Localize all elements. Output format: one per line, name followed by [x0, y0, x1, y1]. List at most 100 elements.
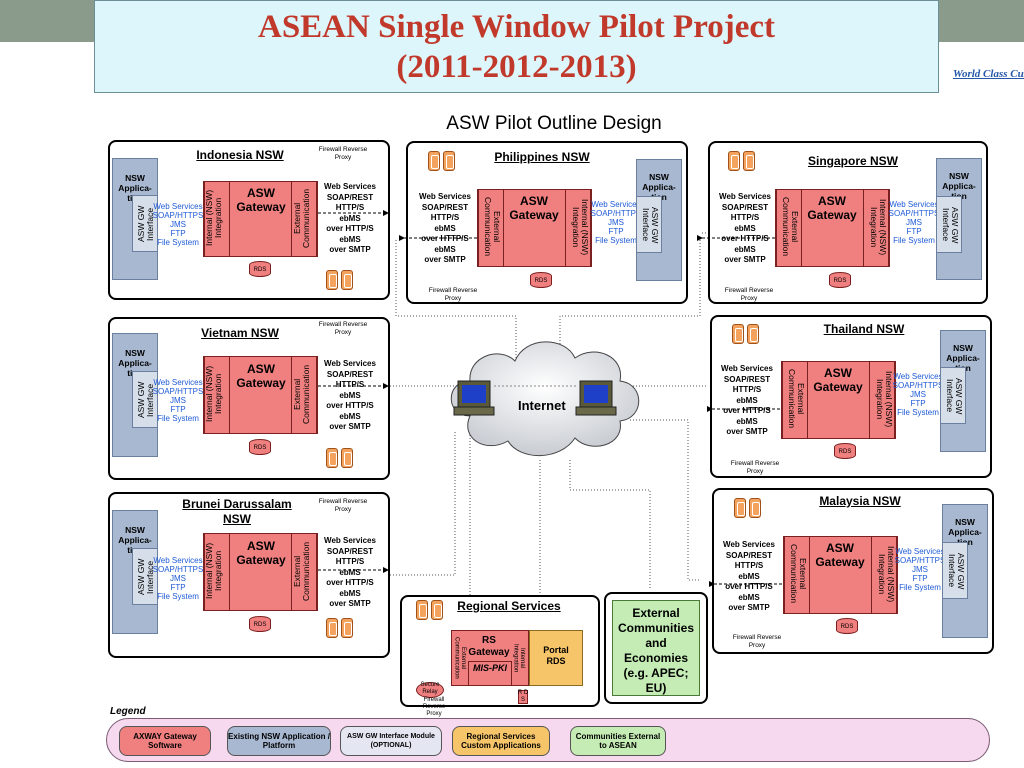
asw-gateway-label: ASW Gateway: [236, 539, 286, 567]
firewall-icon: [734, 498, 764, 520]
brand-tag: World Class Custome: [953, 68, 1024, 80]
asw-gw-interface: ASW GW Interface: [132, 548, 158, 605]
rds-cylinder: RDS: [829, 272, 851, 288]
rds-cylinder: RDS: [530, 272, 552, 288]
page-title: ASEAN Single Window Pilot Project: [257, 9, 776, 45]
firewall-icon: [326, 448, 356, 470]
web-services-list: Web Services SOAP/REST HTTP/S ebMS over …: [324, 182, 376, 254]
rds-vertical-box: [518, 690, 528, 704]
internal-integration-label: Internal (NSW) Integration: [877, 545, 896, 603]
header-band-right: [939, 0, 1024, 42]
firewall-label: Firewall Reverse Proxy: [428, 287, 478, 302]
firewall-icon: [732, 324, 762, 346]
firewall-label: Firewall Reverse Proxy: [318, 146, 368, 161]
web-services-list: Web Services SOAP/REST HTTP/S ebMS over …: [723, 540, 775, 612]
rds-cylinder: RDS: [834, 443, 856, 459]
rs-internal-integration: Internal Integration: [512, 643, 526, 673]
internet-cloud-icon: [450, 341, 640, 457]
external-communication-label: External Communication: [787, 369, 806, 429]
portal-rds-box: [529, 630, 583, 686]
page-subtitle: (2011-2012-2013): [396, 49, 637, 85]
panel-title-singapore: Singapore NSW: [807, 154, 898, 168]
legend-label: Legend: [110, 706, 146, 717]
asw-gw-interface: ASW GW Interface: [636, 196, 662, 253]
asw-gateway-label: ASW Gateway: [236, 186, 286, 214]
web-services-list: Web Services SOAP/REST HTTP/S ebMS over …: [324, 536, 376, 608]
asw-gateway-label: ASW Gateway: [813, 366, 863, 394]
mis-pki-label: MIS-PKI: [472, 663, 507, 673]
panel-title-brunei: Brunei Darussalam NSW: [182, 497, 292, 526]
rds-cylinder: RDS: [836, 618, 858, 634]
asw-gateway-label: ASW Gateway: [807, 194, 857, 222]
asw-gateway: [203, 533, 318, 611]
panel-title-indonesia: Indonesia NSW: [196, 148, 284, 162]
monitor-icon: [575, 380, 617, 416]
external-communication-label: External Communication: [789, 544, 808, 604]
web-services-list: Web Services SOAP/REST HTTP/S ebMS over …: [324, 359, 376, 431]
rs-gateway-label: RS Gateway: [468, 635, 510, 658]
asw-gateway: [781, 361, 896, 439]
protocol-list: Web Services SOAP/HTTPS JMS FTP File Sys…: [152, 556, 204, 601]
diagram-title: ASW Pilot Outline Design: [446, 113, 662, 134]
asw-gateway-label: ASW Gateway: [815, 541, 865, 569]
firewall-icon: [326, 270, 356, 292]
panel-title-regional: Regional Services: [457, 599, 561, 613]
firewall-label: Firewall Reverse Proxy: [318, 498, 368, 513]
firewall-icon: [428, 151, 458, 173]
protocol-list: Web Services SOAP/HTTPS JMS FTP File Sys…: [892, 372, 944, 417]
asw-gw-interface: ASW GW Interface: [132, 195, 158, 252]
secure-relay-label: Secure Relay: [420, 682, 440, 695]
external-communication-label: External Communication: [781, 197, 800, 257]
asw-gateway: [203, 356, 318, 434]
firewall-label: Firewall Reverse Proxy: [422, 697, 446, 717]
panel-title-thailand: Thailand NSW: [823, 322, 905, 336]
rds-cylinder: RDS: [249, 261, 271, 277]
protocol-list: Web Services SOAP/HTTPS JMS FTP File Sys…: [888, 200, 940, 245]
asw-gateway-label: ASW Gateway: [236, 362, 286, 390]
asw-gw-interface: ASW GW Interface: [936, 196, 962, 253]
internal-integration-label: Internal (NSW) Integration: [571, 198, 590, 256]
external-communities-box: External Communities and Economies (e.g.…: [612, 600, 700, 696]
firewall-label: Firewall Reverse Proxy: [730, 460, 780, 475]
protocol-list: Web Services SOAP/HTTPS JMS FTP File Sys…: [152, 378, 204, 423]
monitor-icon: [453, 380, 495, 416]
title-box: ASEAN Single Window Pilot Project (2011-…: [94, 0, 939, 93]
firewall-label: Firewall Reverse Proxy: [318, 321, 368, 336]
portal-rds-label: Portal RDS: [543, 645, 569, 666]
mis-pki-box: [468, 661, 512, 686]
internal-integration-label: Internal (NSW) Integration: [869, 198, 888, 256]
firewall-icon: [326, 618, 356, 640]
panel-title-vietnam: Vietnam NSW: [201, 326, 279, 340]
asw-gateway: [203, 181, 318, 257]
firewall-icon: [728, 151, 758, 173]
internal-integration-label: Internal (NSW) Integration: [875, 370, 894, 428]
firewall-icon: [416, 600, 446, 622]
firewall-label: Firewall Reverse Proxy: [732, 634, 782, 649]
asw-gateway: [775, 189, 890, 267]
asw-gw-interface: ASW GW Interface: [940, 367, 966, 424]
rds-cylinder: RDS: [249, 616, 271, 632]
legend-item-external: Communities External to ASEAN: [570, 726, 666, 756]
internet-label: Internet: [518, 398, 566, 413]
asw-gw-interface: ASW GW Interface: [132, 371, 158, 428]
legend-item-gw-interface: ASW GW Interface Module (OPTIONAL): [340, 726, 442, 756]
header-band-left: [0, 0, 94, 42]
asw-gateway-label: ASW Gateway: [509, 194, 559, 222]
asw-gw-interface: ASW GW Interface: [942, 542, 968, 599]
protocol-list: Web Services SOAP/HTTPS JMS FTP File Sys…: [152, 202, 204, 247]
rs-external-communication: External Communication: [453, 637, 467, 679]
rds-cylinder: RDS: [249, 439, 271, 455]
web-services-list: Web Services SOAP/REST HTTP/S ebMS over …: [721, 364, 773, 436]
asw-gateway: [477, 189, 592, 267]
protocol-list: Web Services SOAP/HTTPS JMS FTP File Sys…: [590, 200, 642, 245]
secure-relay-box: [416, 682, 444, 698]
panel-title-philippines: Philippines NSW: [494, 150, 590, 164]
firewall-label: Firewall Reverse Proxy: [724, 287, 774, 302]
legend-item-nsw: Existing NSW Application / Platform: [227, 726, 331, 756]
external-communication-label: External Communication: [483, 197, 502, 257]
rds-vertical-label: R D S: [517, 690, 529, 703]
legend-item-axway: AXWAY Gateway Software: [119, 726, 211, 756]
protocol-list: Web Services SOAP/HTTPS JMS FTP File Sys…: [894, 547, 946, 592]
